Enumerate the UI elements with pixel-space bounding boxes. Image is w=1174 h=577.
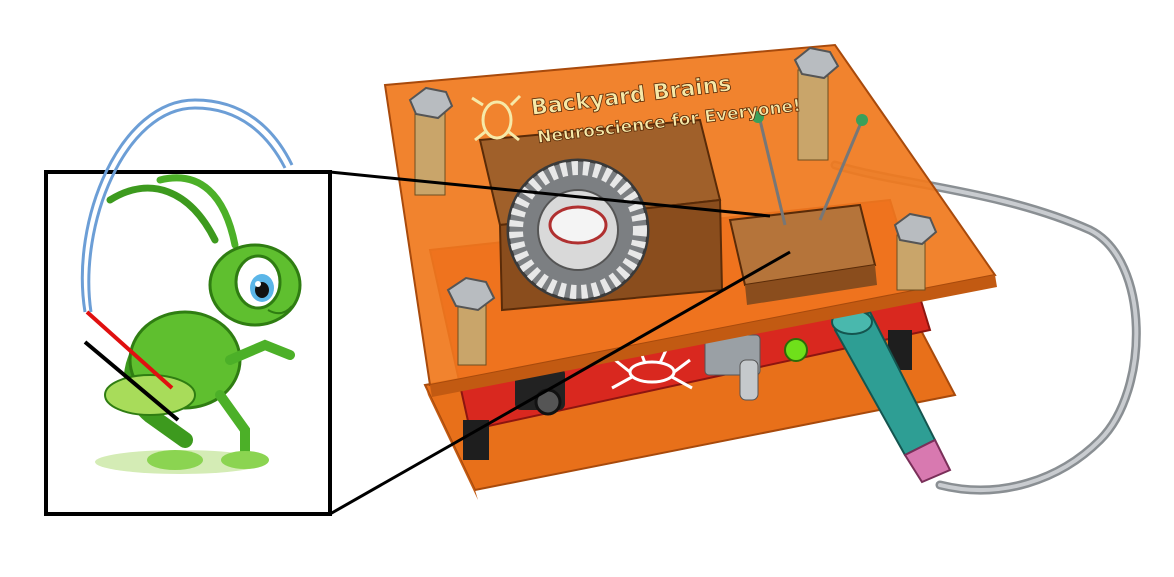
standoff-front-left [446, 276, 496, 366]
standoff-back-right [793, 46, 840, 161]
cooling-fan [506, 158, 650, 302]
standoff-front-right [893, 212, 938, 291]
status-led [784, 338, 808, 362]
brand-bug-icon [471, 94, 522, 142]
zoom-callout-lines [329, 170, 791, 516]
electrode-leads [83, 310, 180, 422]
bug-logo [611, 349, 693, 390]
spikerbox-device: Backyard Brains Neuroscience for Everyon… [383, 43, 1141, 500]
power-switch [704, 334, 761, 401]
electrode-wires [80, 98, 294, 313]
